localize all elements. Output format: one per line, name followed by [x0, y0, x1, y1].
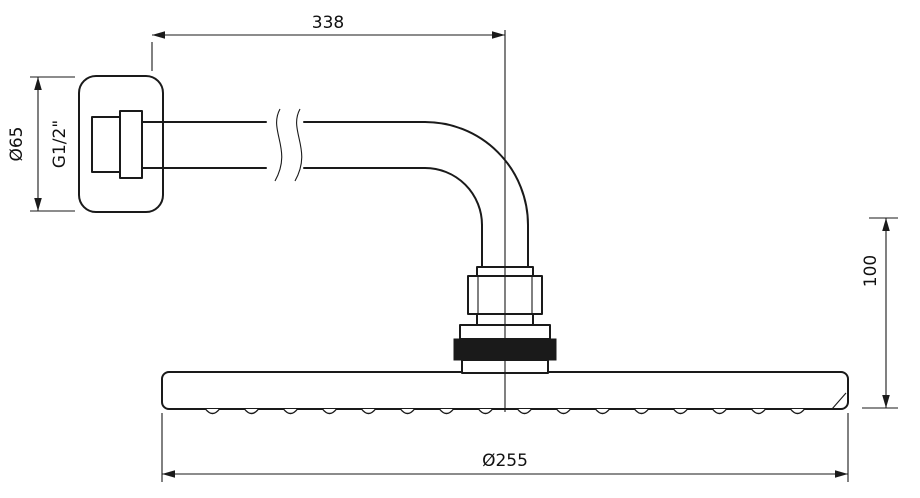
shower-arm	[141, 108, 529, 268]
arrowhead-up	[34, 77, 42, 90]
pipe-break-symbol	[294, 108, 303, 182]
arrowhead-left	[152, 31, 165, 39]
bend-inner-arc	[424, 167, 483, 226]
bend-outer-arc	[424, 121, 529, 226]
head-rim-detail	[831, 392, 847, 410]
arrowhead-down	[882, 395, 890, 408]
dim-label-drop-height: 100	[861, 255, 881, 287]
thread-size-label: G1/2"	[50, 120, 70, 168]
thread-nipple	[91, 116, 121, 173]
arrowhead-right	[492, 31, 505, 39]
dimension-arm-length: 338	[151, 13, 505, 71]
dimension-head-diameter: Ø255	[161, 413, 849, 482]
arm-collar	[119, 110, 143, 179]
nozzle-row	[204, 408, 806, 415]
dim-label-flange-diameter: Ø65	[7, 126, 27, 161]
arrowhead-down	[34, 198, 42, 211]
arrowhead-right	[835, 470, 848, 478]
wall-flange	[78, 75, 164, 213]
dim-label-arm-length: 338	[312, 13, 344, 33]
dimension-drop-height: 100	[861, 217, 898, 409]
arrowhead-up	[882, 218, 890, 231]
pipe-break-symbol	[274, 108, 283, 182]
dim-label-head-diameter: Ø255	[482, 451, 528, 471]
dimension-flange-diameter: Ø65	[7, 76, 75, 212]
arrowhead-left	[162, 470, 175, 478]
